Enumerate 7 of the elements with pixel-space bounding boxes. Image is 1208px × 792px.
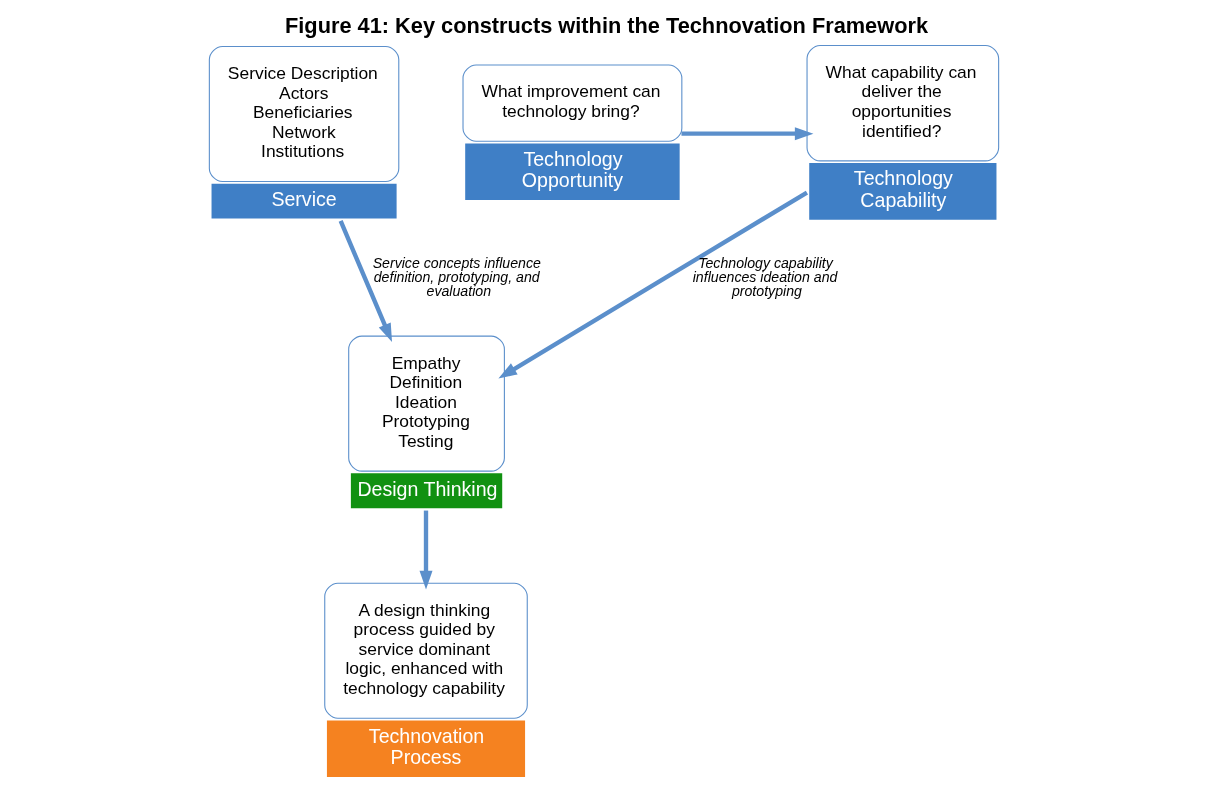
- diagram-title: Figure 41: Key constructs within the Technovation Framework: [285, 13, 929, 39]
- arrow: [681, 127, 814, 141]
- edge-label: Service concepts influence definition, prototyping, and evaluation: [372, 254, 541, 300]
- arrow: [338, 220, 392, 343]
- edge-label: Technology capability influences ideation and prototyping: [692, 254, 838, 300]
- arrow: [419, 510, 433, 590]
- arrow: [498, 190, 809, 379]
